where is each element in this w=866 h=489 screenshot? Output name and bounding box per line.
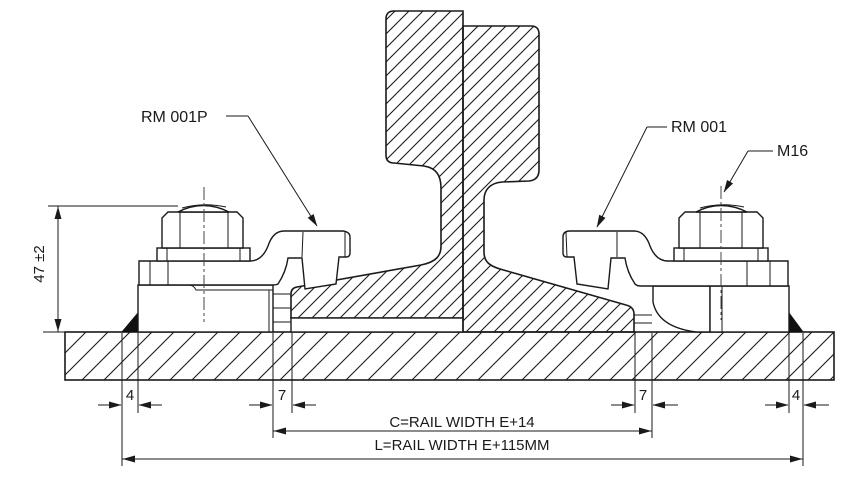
- rail-pad: [290, 317, 464, 333]
- rail-profile: [290, 10, 635, 333]
- left-hex-nut: [161, 211, 244, 249]
- dim-weld-left-text: 4: [126, 387, 134, 404]
- dimensions: 47 ±2 4 7 7 4: [31, 205, 829, 466]
- dim-gap-right-text: 7: [639, 387, 647, 404]
- left-bolt-top: [177, 204, 230, 213]
- label-left-clamp: RM 001P: [141, 109, 208, 126]
- dim-clamp-span: C=RAIL WIDTH E+14: [273, 414, 652, 435]
- left-clamp-plate: [138, 230, 351, 290]
- dim-height-text: 47 ±2: [31, 245, 48, 282]
- right-anchor-block: [709, 285, 790, 333]
- left-clamp-assembly: [137, 187, 351, 333]
- rail-profile-right: [462, 25, 635, 333]
- dim-weld-left: 4: [98, 387, 162, 409]
- left-anchor-block: [137, 284, 274, 333]
- weld-left: [120, 311, 139, 333]
- weld-right: [788, 311, 804, 333]
- dim-height: 47 ±2: [31, 205, 178, 333]
- right-clamp-assembly: [562, 186, 790, 333]
- label-right-clamp: RM 001: [671, 119, 727, 136]
- label-bolt: M16: [777, 143, 808, 160]
- dim-weld-right-text: 4: [792, 387, 800, 404]
- dim-gap-left: 7: [249, 387, 316, 409]
- dim-gap-right: 7: [611, 387, 678, 409]
- leader-right-clamp: RM 001: [596, 119, 727, 228]
- leader-labels: RM 001P RM 001 M16: [141, 109, 808, 228]
- dim-overall-length-text: L=RAIL WIDTH E+115MM: [374, 437, 549, 454]
- base-plate: [64, 331, 835, 381]
- right-gap-serrations: [634, 314, 652, 324]
- left-gap-serrations: [273, 293, 291, 323]
- leader-left-clamp: RM 001P: [141, 109, 318, 227]
- dim-clamp-span-text: C=RAIL WIDTH E+14: [389, 414, 534, 431]
- right-clamp-plate: [562, 230, 789, 290]
- dim-overall-length: L=RAIL WIDTH E+115MM: [122, 437, 803, 463]
- leader-bolt: M16: [723, 143, 808, 193]
- rail-profile-left: [290, 10, 464, 319]
- dim-gap-left-text: 7: [278, 387, 286, 404]
- right-support-leg: [652, 285, 711, 333]
- dim-weld-right: 4: [765, 387, 829, 409]
